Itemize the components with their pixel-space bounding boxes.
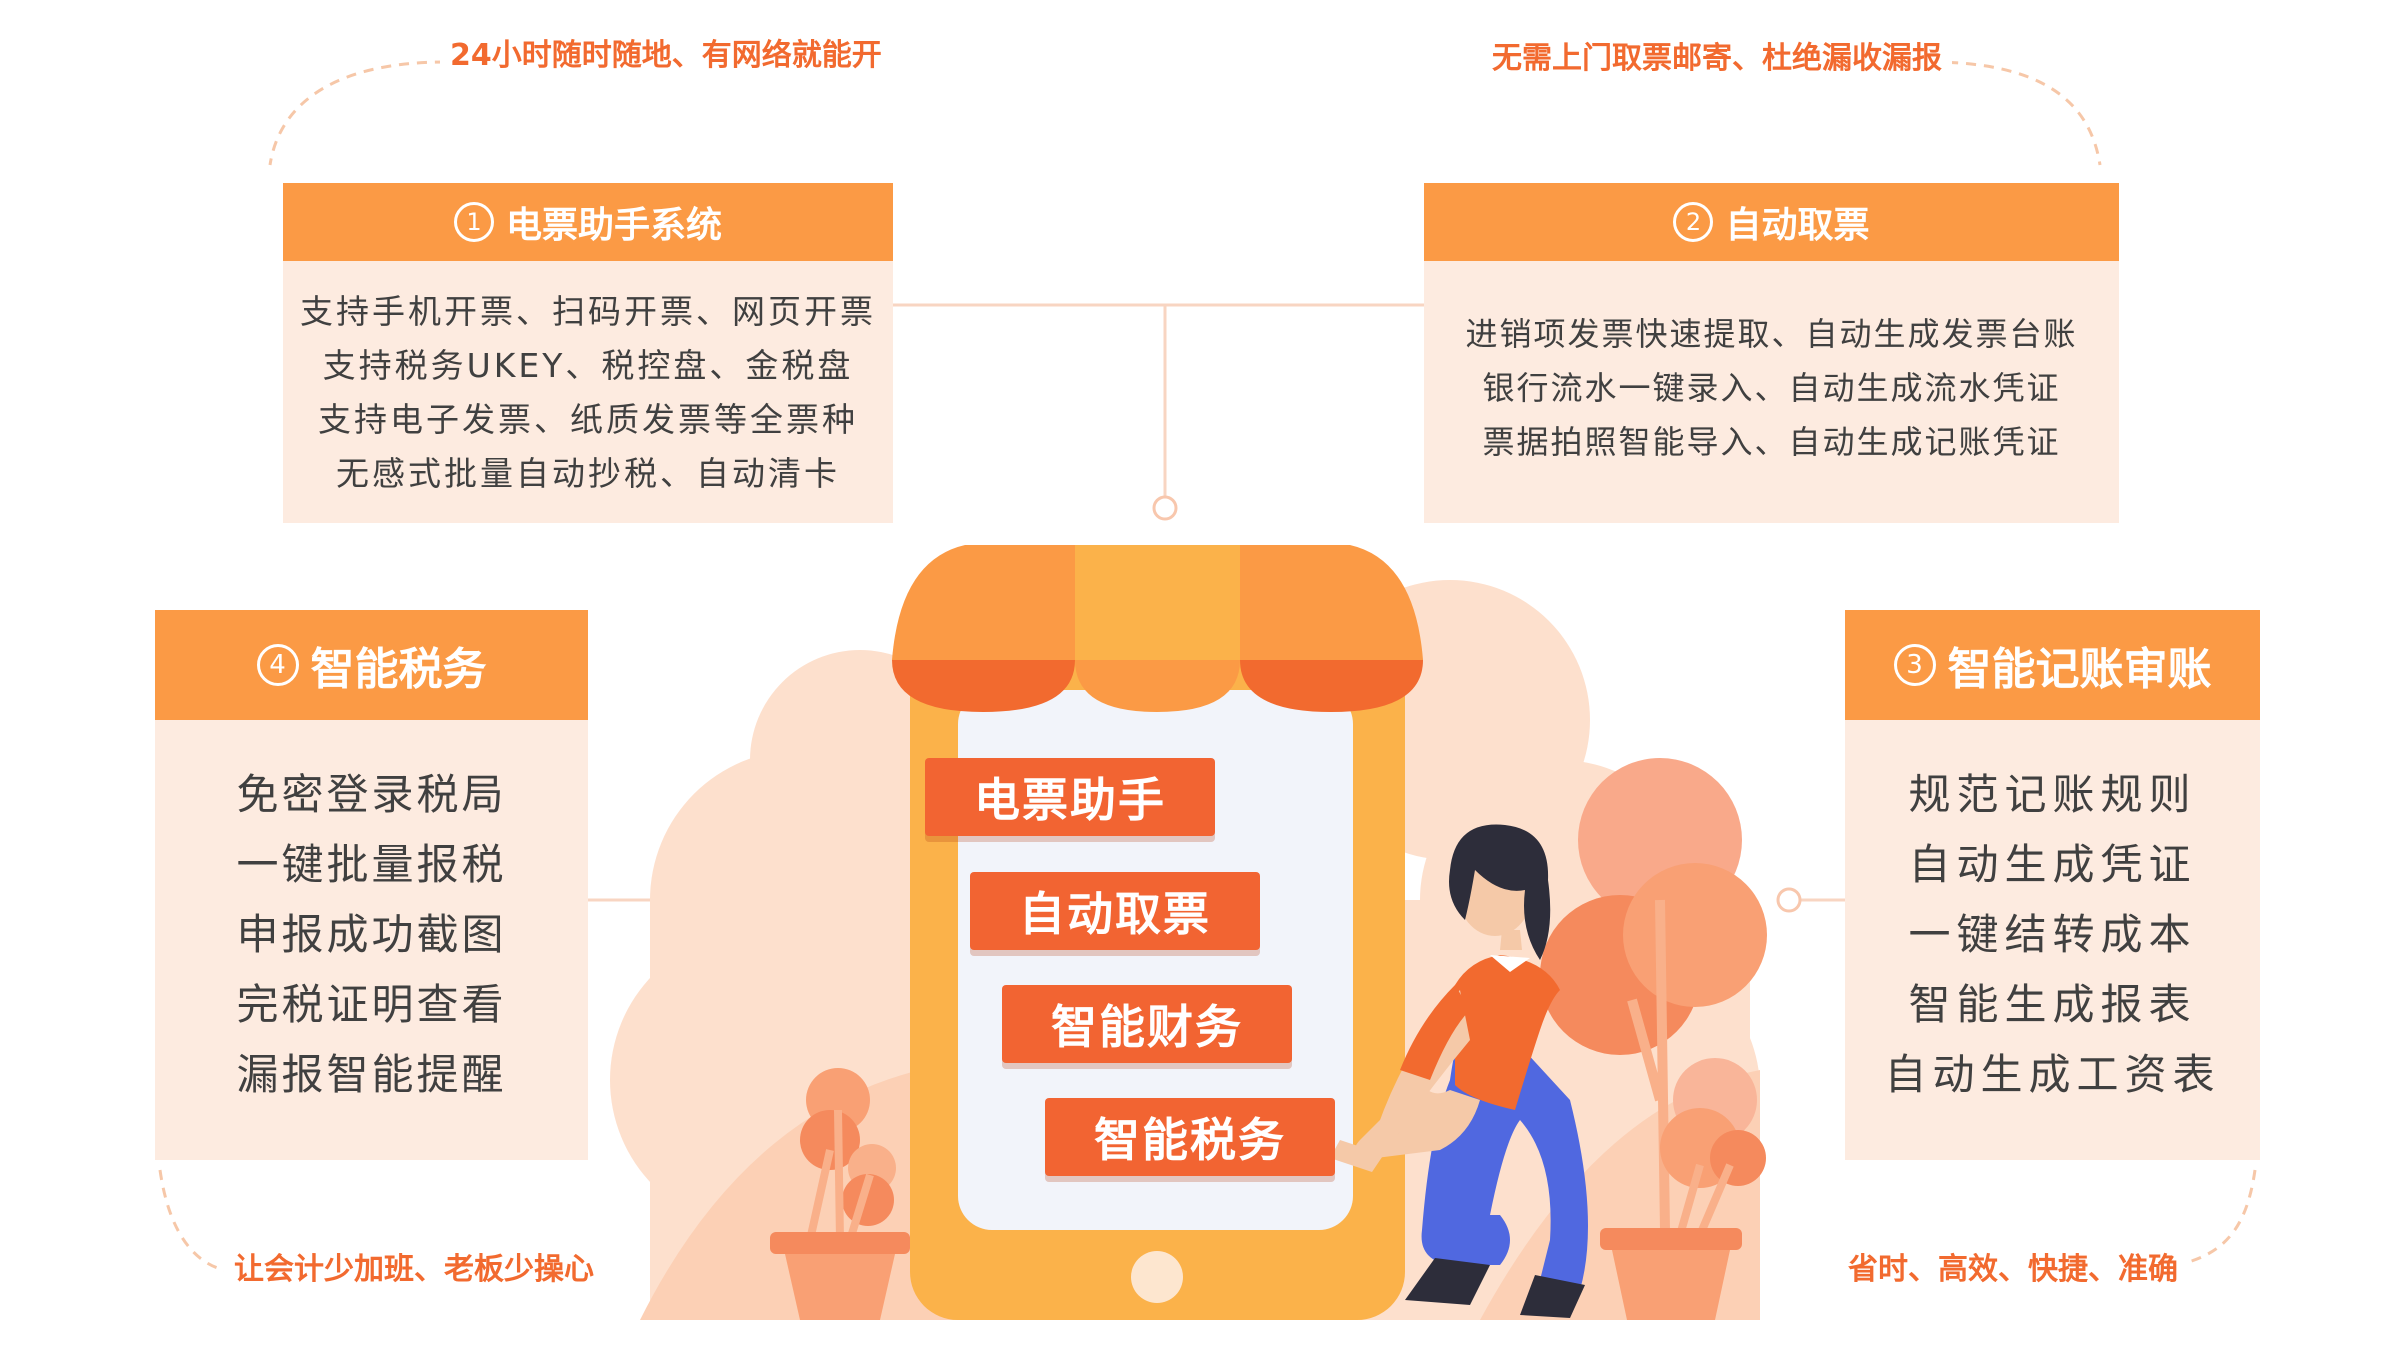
list-item: 自动生成凭证 bbox=[1908, 840, 2197, 889]
tag-top-right: 无需上门取票邮寄、杜绝漏收漏报 bbox=[1482, 39, 1952, 79]
list-item: 智能生成报表 bbox=[1908, 980, 2197, 1029]
list-item: 银行流水一键录入、自动生成流水凭证 bbox=[1482, 369, 2061, 407]
dashed-loop-top-left bbox=[268, 60, 446, 166]
list-item: 支持电子发票、纸质发票等全票种 bbox=[318, 400, 858, 439]
card-auto-invoice-fetch: 2 自动取票 进销项发票快速提取、自动生成发票台账 银行流水一键录入、自动生成流… bbox=[1424, 183, 2119, 523]
card-invoice-assistant-system: 1 电票助手系统 支持手机开票、扫码开票、网页开票 支持税务UKEY、税控盘、金… bbox=[283, 183, 893, 523]
shop-awning bbox=[892, 545, 1423, 712]
list-item: 自动生成工资表 bbox=[1884, 1050, 2221, 1099]
card-smart-bookkeeping-audit: 3 智能记账审账 规范记账规则 自动生成凭证 一键结转成本 智能生成报表 自动生… bbox=[1845, 610, 2260, 1160]
step-number-badge: 3 bbox=[1893, 644, 1936, 686]
list-item: 免密登录税局 bbox=[236, 770, 507, 819]
auto-fetch-button[interactable]: 自动取票 bbox=[970, 872, 1260, 950]
dashed-loop-bottom-left bbox=[158, 1169, 226, 1272]
card-title: 智能税务 bbox=[310, 644, 487, 695]
list-item: 无感式批量自动抄税、自动清卡 bbox=[336, 454, 840, 493]
tag-bottom-right: 省时、高效、快捷、准确 bbox=[1838, 1250, 2188, 1290]
list-item: 规范记账规则 bbox=[1908, 770, 2197, 819]
list-item: 票据拍照智能导入、自动生成记账凭证 bbox=[1482, 423, 2061, 461]
list-item: 支持手机开票、扫码开票、网页开票 bbox=[300, 292, 876, 331]
list-item: 进销项发票快速提取、自动生成发票台账 bbox=[1465, 315, 2078, 353]
step-number-badge: 1 bbox=[453, 202, 494, 242]
list-item: 一键批量报税 bbox=[236, 840, 507, 889]
phone bbox=[910, 630, 1405, 1320]
card-header: 3 智能记账审账 bbox=[1845, 610, 2260, 720]
left-plant bbox=[770, 1068, 910, 1320]
list-item: 完税证明查看 bbox=[236, 980, 507, 1029]
card-header: 2 自动取票 bbox=[1424, 183, 2119, 261]
smart-tax-button[interactable]: 智能税务 bbox=[1045, 1098, 1335, 1176]
dashed-loop-top-right bbox=[1929, 60, 2102, 166]
list-item: 申报成功截图 bbox=[236, 910, 507, 959]
card-body: 进销项发票快速提取、自动生成发票台账 银行流水一键录入、自动生成流水凭证 票据拍… bbox=[1424, 307, 2119, 469]
person-illustration bbox=[1330, 824, 1588, 1318]
list-item: 支持税务UKEY、税控盘、金税盘 bbox=[322, 346, 854, 385]
step-number-badge: 2 bbox=[1673, 202, 1714, 242]
tag-bottom-left: 让会计少加班、老板少操心 bbox=[224, 1250, 604, 1290]
step-number-badge: 4 bbox=[256, 644, 299, 686]
list-item: 一键结转成本 bbox=[1908, 910, 2197, 959]
connector-dot-right bbox=[1776, 887, 1802, 913]
list-item: 漏报智能提醒 bbox=[236, 1050, 507, 1099]
card-header: 1 电票助手系统 bbox=[283, 183, 893, 261]
connector-dot-top bbox=[1152, 495, 1178, 521]
card-body: 规范记账规则 自动生成凭证 一键结转成本 智能生成报表 自动生成工资表 bbox=[1845, 760, 2260, 1110]
tag-top-left: 24小时随时随地、有网络就能开 bbox=[440, 36, 892, 76]
invoice-assistant-button[interactable]: 电票助手 bbox=[925, 758, 1215, 836]
card-header: 4 智能税务 bbox=[155, 610, 588, 720]
smart-finance-button[interactable]: 智能财务 bbox=[1002, 985, 1292, 1063]
card-title: 自动取票 bbox=[1725, 205, 1870, 246]
connector-top bbox=[893, 303, 1424, 505]
card-body: 免密登录税局 一键批量报税 申报成功截图 完税证明查看 漏报智能提醒 bbox=[155, 760, 588, 1110]
card-title: 电票助手系统 bbox=[505, 205, 722, 246]
card-title: 智能记账审账 bbox=[1947, 644, 2212, 695]
card-body: 支持手机开票、扫码开票、网页开票 支持税务UKEY、税控盘、金税盘 支持电子发票… bbox=[283, 285, 893, 501]
card-smart-tax: 4 智能税务 免密登录税局 一键批量报税 申报成功截图 完税证明查看 漏报智能提… bbox=[155, 610, 588, 1160]
right-tree bbox=[1540, 758, 1767, 1320]
